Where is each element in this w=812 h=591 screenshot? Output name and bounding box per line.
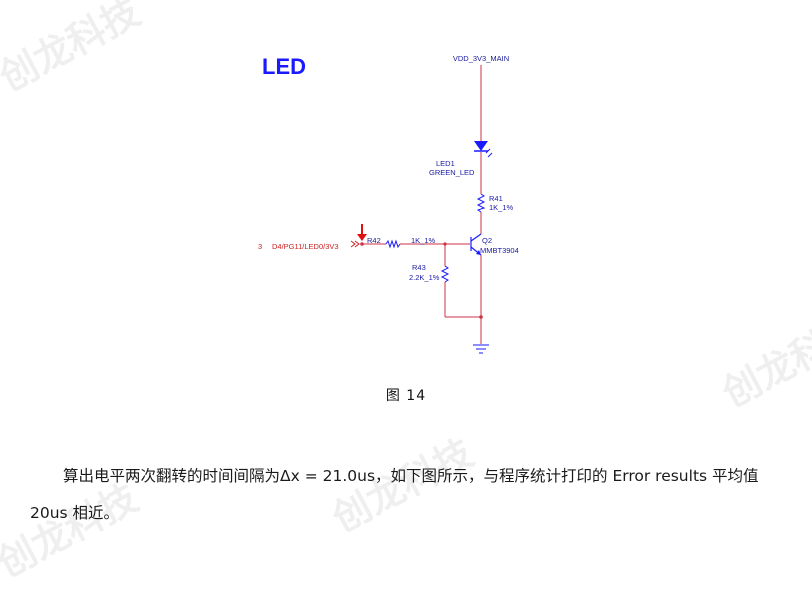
led-schematic: VDD_3V3_MAIN LED1 GREEN_LED R41 1K_1% 3 … [258,54,519,354]
led-value-label: GREEN_LED [429,168,475,177]
r43-value-label: 2.2K_1% [409,273,440,282]
ground-symbol [473,344,489,354]
r41-ref-label: R41 [489,194,503,203]
net-pin-label: 3 [258,242,262,251]
q2-ref-label: Q2 [482,236,492,245]
probe-arrow-icon [357,224,367,241]
supply-label: VDD_3V3_MAIN [453,54,509,63]
body-paragraph: 算出电平两次翻转的时间间隔为Δx = 21.0us，如下图所示，与程序统计打印的… [30,467,759,522]
junction-dot [360,242,364,246]
r42-ref-label: R42 [367,236,381,245]
q2-value-label: MMBT3904 [480,246,519,255]
r41-resistor [476,193,486,213]
junction-dot [479,315,483,319]
r43-resistor [440,265,450,283]
r41-value-label: 1K_1% [489,203,514,212]
r42-resistor [385,239,401,249]
led-ref-label: LED1 [436,159,455,168]
figure-caption: 图 14 [385,388,427,404]
junction-dot [443,242,447,246]
net-port-symbol [350,240,360,248]
r42-value-label: 1K_1% [411,236,436,245]
wires [362,65,482,344]
r43-ref-label: R43 [412,263,426,272]
led-symbol [474,141,493,158]
page-title: LED [262,54,306,79]
q2-transistor [470,233,482,256]
net-name-label: D4/PG11/LED0/3V3 [272,242,339,251]
